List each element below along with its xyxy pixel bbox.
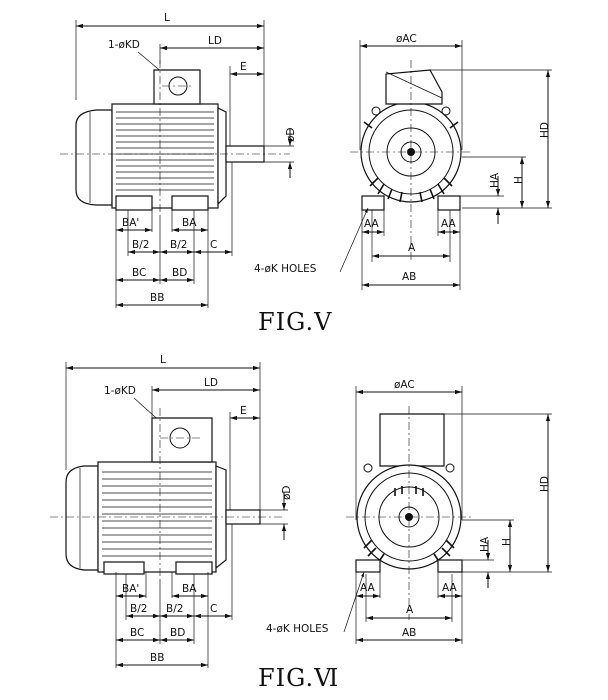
- fig6-fan-cover: [65, 465, 99, 571]
- fig5-holes-label: 4-øK HOLES: [254, 263, 317, 275]
- fig5-foot-left: [115, 195, 153, 211]
- fig5-dim-L: L: [164, 12, 170, 24]
- fig6-dim-B2a: B/2: [130, 603, 147, 615]
- fig5-caption: FIG.Ⅴ: [258, 308, 332, 336]
- fig5-foot-right: [171, 195, 209, 211]
- fig5-dim-BA-prime: BA': [122, 217, 139, 229]
- fig5-dim-AB: AB: [402, 271, 416, 283]
- fig5-radial-fins: [363, 121, 459, 203]
- fig6-shaft-end: [405, 513, 413, 521]
- fig6-foot-right: [175, 561, 213, 575]
- fig6-kd-hole: [169, 427, 191, 449]
- fig5-dim-KD: 1-øKD: [108, 39, 140, 51]
- fig6-dim-BB: BB: [150, 652, 164, 664]
- fig6-foot-front-left: [355, 559, 381, 573]
- fig5-fan-cover: [75, 109, 113, 206]
- fig5-front-view: øAC HD H: [254, 33, 552, 290]
- fig5-cooling-fins: [116, 111, 214, 191]
- fig5-dim-A: A: [408, 242, 416, 254]
- fig6-holes-label: 4-øK HOLES: [266, 623, 329, 635]
- fig6-dim-H: H: [501, 538, 513, 546]
- fig6-dim-BA: BA: [182, 583, 197, 595]
- fig6-dim-D: øD: [281, 485, 293, 500]
- fig5-dim-HA: HA: [489, 172, 501, 188]
- fig5-dim-BD: BD: [172, 267, 187, 279]
- fig6-terminal-box-front: [379, 413, 445, 467]
- fig5-dim-LD: LD: [208, 35, 222, 47]
- fig5-dim-D: øD: [285, 127, 297, 142]
- fig5-end-shield: [217, 107, 227, 206]
- fig5-dim-H: H: [513, 176, 525, 184]
- fig5-dim-C: C: [210, 239, 217, 251]
- fig6-front-view: øAC HD H HA: [266, 379, 552, 644]
- fig6-dim-BA-prime: BA': [122, 583, 139, 595]
- fig6-dim-KD: 1-øKD: [104, 385, 136, 397]
- fig5-dim-BA: BA: [182, 217, 197, 229]
- fig6-lifting-eye-right: [445, 463, 455, 473]
- fig5-terminal-box: [153, 69, 201, 105]
- fig5-foot-front-right: [437, 195, 461, 211]
- fig6-dim-AA-left: AA: [360, 582, 375, 594]
- fig6-dim-L: L: [160, 354, 166, 366]
- fig6-lifting-eye-left: [363, 463, 373, 473]
- fig6-cooling-fins: [102, 471, 212, 557]
- fig6-caption: FIG.Ⅵ: [258, 664, 339, 692]
- fig6-foot-left: [103, 561, 145, 575]
- fig5-terminal-box-front: [385, 69, 443, 105]
- fig5-dim-AA-right: AA: [441, 218, 456, 230]
- fig5-side-view: L LD 1-øKD E øD: [60, 12, 297, 308]
- fig6-terminal-box: [151, 417, 213, 463]
- fig5-dim-HD: HD: [539, 122, 551, 138]
- fig6-dim-AC: øAC: [394, 379, 415, 391]
- fig6-side-view: L LD 1-øKD E øD: [50, 354, 293, 668]
- fig5-dim-BC: BC: [132, 267, 146, 279]
- fig5-lifting-eye-left: [371, 106, 381, 116]
- fig6-dim-A: A: [406, 604, 414, 616]
- fig5-frame: [111, 103, 219, 209]
- fig6-dim-BC: BC: [130, 627, 144, 639]
- fig6-foot-front-right: [437, 559, 463, 573]
- fig6-dim-C: C: [210, 603, 217, 615]
- fig5-dim-AC: øAC: [396, 33, 417, 45]
- fig6-dim-AB: AB: [402, 627, 416, 639]
- fig5-dim-AA-left: AA: [364, 218, 379, 230]
- fig6-dim-HD: HD: [539, 476, 551, 492]
- fig5-dim-BB: BB: [150, 292, 164, 304]
- fig6-dim-E: E: [240, 405, 247, 417]
- fig5-lifting-eye-right: [441, 106, 451, 116]
- fig6-dim-B2b: B/2: [166, 603, 183, 615]
- fig6-dim-LD: LD: [204, 377, 218, 389]
- fig6-dim-HA: HA: [479, 536, 491, 552]
- fig5-dim-B2b: B/2: [170, 239, 187, 251]
- fig5-foot-front-left: [361, 195, 385, 211]
- fig6-dim-BD: BD: [170, 627, 185, 639]
- fig6-dim-AA-right: AA: [442, 582, 457, 594]
- fig5-dim-E: E: [240, 61, 247, 73]
- fig5-dim-B2a: B/2: [132, 239, 149, 251]
